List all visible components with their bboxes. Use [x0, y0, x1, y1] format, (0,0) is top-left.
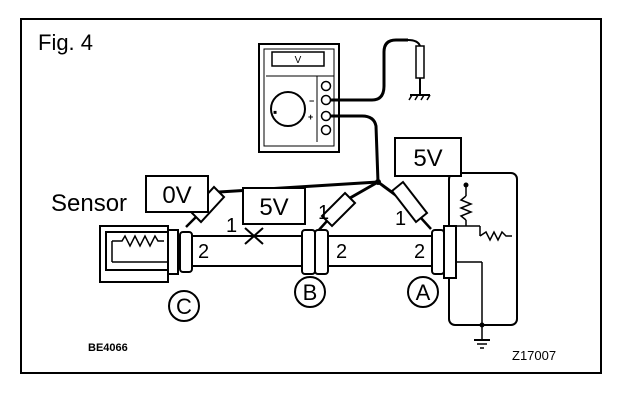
voltage-box-line	[242, 187, 306, 225]
connector-a-letter: A	[416, 280, 431, 305]
ground-probe	[415, 45, 425, 79]
ecu-box	[443, 172, 518, 349]
meter-display	[271, 51, 325, 67]
pin-label-a1: 1	[395, 208, 406, 230]
meter-plus: +	[308, 112, 313, 122]
lead-junction	[375, 179, 381, 185]
connector-a-badge	[407, 276, 439, 308]
lead-to-b	[349, 180, 379, 200]
connector-b-badge	[294, 276, 326, 308]
voltage-box-a	[394, 137, 462, 177]
figure-code-left: BE4066	[88, 342, 128, 354]
connector-b	[301, 229, 329, 275]
pin-label-b1: 1	[318, 202, 329, 224]
meter-dial-marker: ▪	[273, 105, 277, 119]
connector-c-badge	[168, 290, 200, 322]
meter-jack-4	[320, 124, 332, 136]
connector-c	[167, 229, 193, 275]
pin-label-a2: 2	[414, 241, 425, 263]
voltmeter: V ▪ − +	[258, 43, 340, 153]
ecu-pullup-resistor	[458, 195, 474, 221]
meter-jack-com	[320, 94, 332, 106]
positive-lead	[330, 114, 380, 183]
voltage-box-c	[145, 175, 209, 213]
sensor-resistor	[112, 234, 164, 248]
sensor-body	[99, 225, 175, 283]
connector-c-letter: C	[176, 294, 192, 319]
meter-display-text: V	[295, 55, 302, 66]
pin-label-c2: 2	[198, 241, 209, 263]
meter-dial	[270, 91, 306, 127]
figure-code-right: Z17007	[512, 348, 556, 363]
pin-label-c1: 1	[226, 215, 237, 237]
sensor-label: Sensor	[51, 190, 127, 217]
probe-a	[390, 180, 432, 230]
figure-frame	[20, 18, 602, 374]
voltage-a-label: 5V	[413, 145, 442, 172]
figure-label: Fig. 4	[38, 30, 93, 55]
pin-label-b2: 2	[336, 241, 347, 263]
ecu-input-resistor	[479, 230, 512, 242]
voltage-c-label: 0V	[162, 182, 191, 209]
voltage-line-label: 5V	[259, 194, 288, 221]
negative-lead	[330, 38, 408, 102]
meter-jack-v	[320, 110, 332, 122]
meter-jack-1	[320, 80, 332, 92]
connector-b-letter: B	[303, 280, 318, 305]
meter-minus: −	[309, 96, 314, 106]
